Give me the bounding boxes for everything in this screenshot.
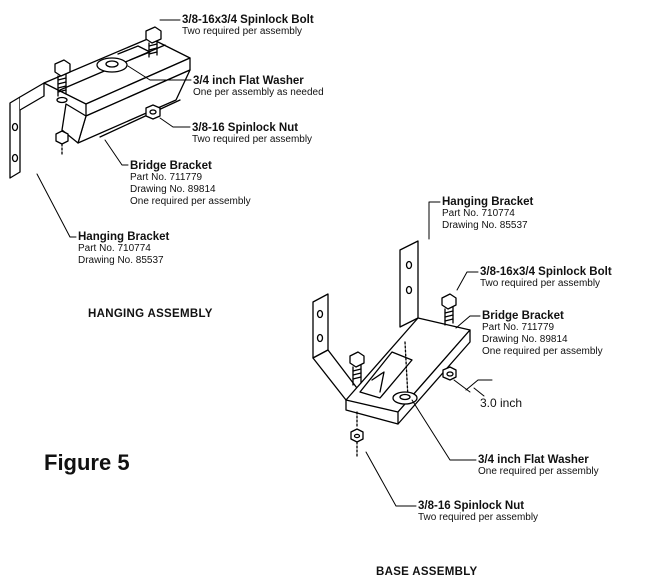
base-assembly-drawing bbox=[312, 201, 493, 507]
hanging-washer-note: One per assembly as needed bbox=[193, 87, 324, 98]
base-nut-callout: 3/8-16 Spinlock Nut Two required per ass… bbox=[418, 500, 538, 524]
hanging-bridge-bracket-note: One required per assembly bbox=[130, 196, 251, 207]
hanging-washer bbox=[96, 45, 151, 73]
base-hanging-bracket-part: Part No. 710774 bbox=[442, 208, 515, 219]
hanging-nut-callout: 3/8-16 Spinlock Nut Two required per ass… bbox=[192, 122, 312, 146]
hanging-bracket-part: Part No. 710774 bbox=[78, 243, 151, 254]
figure-label: Figure 5 bbox=[44, 450, 130, 475]
base-bolt-name: 3/8-16x3/4 Spinlock Bolt bbox=[480, 266, 612, 278]
hanging-nut-note: Two required per assembly bbox=[192, 134, 313, 145]
base-assembly-title: BASE ASSEMBLY bbox=[376, 566, 478, 578]
base-bridge-bracket-part: Part No. 711779 bbox=[482, 322, 555, 333]
base-hanging-bracket-name: Hanging Bracket bbox=[442, 196, 534, 208]
hanging-bolt-callout: 3/8-16x3/4 Spinlock Bolt Two required pe… bbox=[182, 14, 314, 38]
base-bolt-callout: 3/8-16x3/4 Spinlock Bolt Two required pe… bbox=[480, 266, 612, 290]
base-bridge-bracket-note: One required per assembly bbox=[482, 346, 603, 357]
hanging-assembly-drawing bbox=[9, 19, 192, 238]
base-bolt-right bbox=[441, 293, 457, 326]
base-hanging-bracket-callout: Hanging Bracket Part No. 710774 Drawing … bbox=[442, 196, 533, 232]
base-bolt-left bbox=[349, 351, 365, 386]
base-nut-name: 3/8-16 Spinlock Nut bbox=[418, 500, 525, 512]
base-washer bbox=[392, 391, 418, 405]
hanging-assembly-title: HANGING ASSEMBLY bbox=[88, 308, 213, 320]
base-nut-left bbox=[350, 411, 364, 457]
base-washer-name: 3/4 inch Flat Washer bbox=[478, 454, 589, 466]
hanging-bridge-bracket-drawing: Drawing No. 89814 bbox=[130, 184, 216, 195]
hanging-bracket-name: Hanging Bracket bbox=[78, 231, 170, 243]
base-bracket-left-upright bbox=[312, 293, 329, 359]
base-nut-right bbox=[442, 366, 457, 381]
hanging-bridge-bracket-callout: Bridge Bracket Part No. 711779 Drawing N… bbox=[130, 160, 251, 208]
hanging-bracket-callout: Hanging Bracket Part No. 710774 Drawing … bbox=[78, 231, 169, 267]
base-washer-callout: 3/4 inch Flat Washer One required per as… bbox=[478, 454, 599, 478]
hanging-bridge-bracket-name: Bridge Bracket bbox=[130, 160, 212, 172]
hanging-nut-name: 3/8-16 Spinlock Nut bbox=[192, 122, 299, 134]
base-hanging-bracket-drawing: Drawing No. 85537 bbox=[442, 220, 528, 231]
base-bracket-right-upright bbox=[399, 240, 419, 328]
hanging-nut-right bbox=[145, 104, 161, 120]
base-bridge-bracket-drawing: Drawing No. 89814 bbox=[482, 334, 568, 345]
base-bridge-bracket-name: Bridge Bracket bbox=[482, 310, 564, 322]
hanging-bolt-left bbox=[54, 59, 71, 104]
hanging-nut-left bbox=[55, 130, 69, 157]
base-dimension-label: 3.0 inch bbox=[480, 396, 523, 410]
hanging-washer-callout: 3/4 inch Flat Washer One per assembly as… bbox=[193, 75, 324, 99]
hanging-bolt-name: 3/8-16x3/4 Spinlock Bolt bbox=[182, 14, 314, 26]
base-bridge-bracket-callout: Bridge Bracket Part No. 711779 Drawing N… bbox=[482, 310, 603, 358]
hanging-bracket-plate bbox=[9, 96, 21, 179]
hanging-bolt-note: Two required per assembly bbox=[182, 26, 303, 37]
hanging-bridge-bracket-part: Part No. 711779 bbox=[130, 172, 203, 183]
base-nut-note: Two required per assembly bbox=[418, 512, 539, 523]
hanging-bracket-drawing: Drawing No. 85537 bbox=[78, 255, 164, 266]
hanging-bolt-right bbox=[145, 26, 162, 58]
base-bolt-note: Two required per assembly bbox=[480, 278, 601, 289]
hanging-washer-name: 3/4 inch Flat Washer bbox=[193, 75, 304, 87]
base-washer-note: One required per assembly bbox=[478, 466, 599, 477]
